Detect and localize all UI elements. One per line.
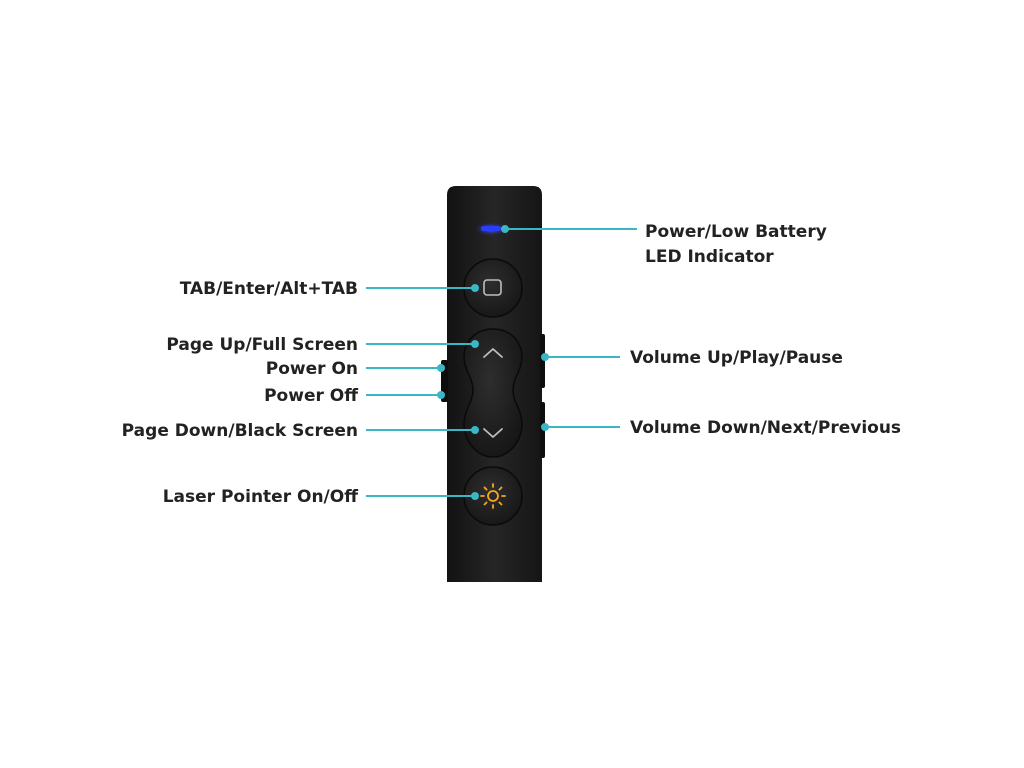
led-indicator [481,226,501,231]
label-page-up: Page Up/Full Screen [166,335,358,355]
label-volume-up: Volume Up/Play/Pause [630,348,843,368]
volume-up-side-button[interactable] [540,334,545,388]
label-led-line2: LED Indicator [645,247,774,267]
page-up-button[interactable] [483,348,503,358]
label-laser: Laser Pointer On/Off [163,487,358,507]
label-power-off: Power Off [264,386,358,406]
chevron-up-icon [483,348,503,358]
rounded-square-icon [483,279,502,296]
page-down-button[interactable] [483,428,503,438]
label-power-on: Power On [266,359,358,379]
label-led-line1: Power/Low Battery [645,222,827,242]
page-rocker [463,328,523,458]
chevron-down-icon [483,428,503,438]
label-tab-enter: TAB/Enter/Alt+TAB [180,279,358,299]
leader-lines [366,225,637,500]
label-volume-down: Volume Down/Next/Previous [630,418,901,438]
label-page-down: Page Down/Black Screen [122,421,358,441]
sun-icon [480,483,506,509]
